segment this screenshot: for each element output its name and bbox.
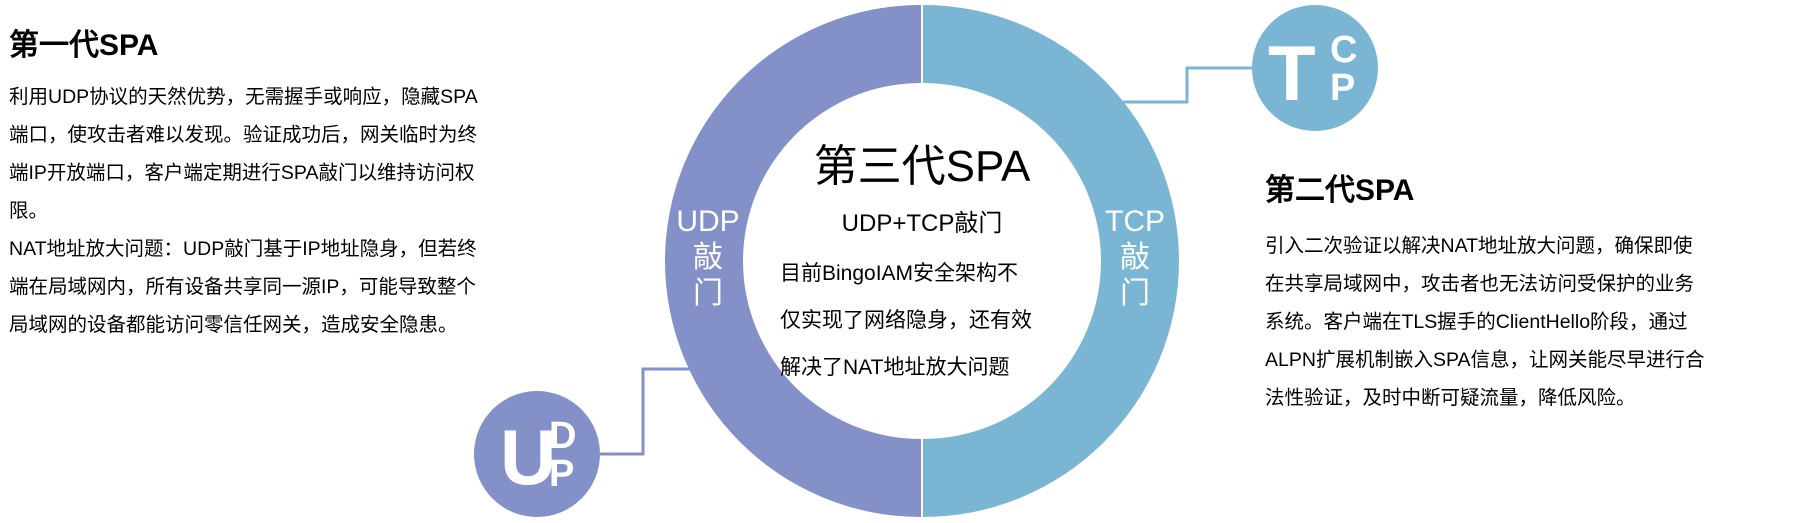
first-gen-line: 端IP开放端口，客户端定期进行SPA敲门以维持访问权 — [9, 162, 475, 184]
second-gen-line: 在共享局域网中，攻击者也无法访问受保护的业务 — [1265, 273, 1695, 295]
first-gen-title: 第一代SPA — [9, 29, 159, 62]
second-gen-line: 系统。客户端在TLS握手的ClientHello阶段，通过 — [1265, 311, 1688, 333]
first-gen-line: NAT地址放大问题：UDP敲门基于IP地址隐身，但若终 — [9, 238, 477, 260]
second-gen-line: 法性验证，及时中断可疑流量，降低风险。 — [1265, 387, 1636, 409]
udp-badge-bottom-letter: P — [549, 453, 574, 495]
tcp-ring-label-line: 门 — [1120, 277, 1150, 310]
center-line: 仅实现了网络隐身，还有效 — [780, 309, 1032, 332]
udp-ring-label-line: UDP — [676, 205, 740, 238]
tcp-badge-bottom-letter: P — [1330, 67, 1355, 109]
second-gen-title: 第二代SPA — [1265, 174, 1415, 207]
center-line: 目前BingoIAM安全架构不 — [780, 262, 1019, 285]
center-subtitle: UDP+TCP敲门 — [841, 210, 1003, 237]
tcp-badge-top-letter: C — [1330, 29, 1357, 71]
udp-ring-label-line: 门 — [693, 277, 723, 310]
second-gen-line: 引入二次验证以解决NAT地址放大问题，确保即使 — [1265, 235, 1693, 257]
tcp-badge-big-letter: T — [1268, 29, 1316, 117]
tcp-ring-label-line: 敲 — [1120, 241, 1150, 274]
udp-badge-top-letter: D — [549, 415, 576, 457]
udp-ring-label-line: 敲 — [693, 241, 723, 274]
first-gen-line: 端口，使攻击者难以发现。验证成功后，网关临时为终 — [9, 124, 478, 146]
udp-ring-label: UDP 敲 门 — [663, 204, 753, 312]
udp-connector-line — [600, 367, 700, 456]
tcp-connector-line — [1120, 66, 1255, 104]
tcp-ring-label: TCP 敲 门 — [1090, 204, 1180, 312]
first-gen-line: 限。 — [9, 200, 49, 222]
first-gen-line: 局域网的设备都能访问零信任网关，造成安全隐患。 — [9, 314, 458, 336]
udp-badge-big-letter: U — [500, 413, 556, 501]
center-description: 目前BingoIAM安全架构不 仅实现了网络隐身，还有效 解决了NAT地址放大问… — [780, 250, 1032, 391]
tcp-badge-icon: T C P — [1252, 5, 1378, 131]
center-title: 第三代SPA — [813, 142, 1031, 191]
first-gen-description: 利用UDP协议的天然优势，无需握手或响应，隐藏SPA 端口，使攻击者难以发现。验… — [9, 78, 478, 344]
ring-left-udp — [665, 5, 921, 517]
second-gen-description: 引入二次验证以解决NAT地址放大问题，确保即使 在共享局域网中，攻击者也无法访问… — [1265, 227, 1705, 417]
second-gen-line: ALPN扩展机制嵌入SPA信息，让网关能尽早进行合 — [1265, 349, 1705, 371]
first-gen-line: 端在局域网内，所有设备共享同一源IP，可能导致整个 — [9, 276, 476, 298]
udp-badge-icon: U D P — [474, 391, 600, 517]
ring-right-tcp — [923, 5, 1179, 517]
center-line: 解决了NAT地址放大问题 — [780, 356, 1010, 379]
first-gen-line: 利用UDP协议的天然优势，无需握手或响应，隐藏SPA — [9, 86, 478, 108]
tcp-ring-label-line: TCP — [1105, 205, 1165, 238]
